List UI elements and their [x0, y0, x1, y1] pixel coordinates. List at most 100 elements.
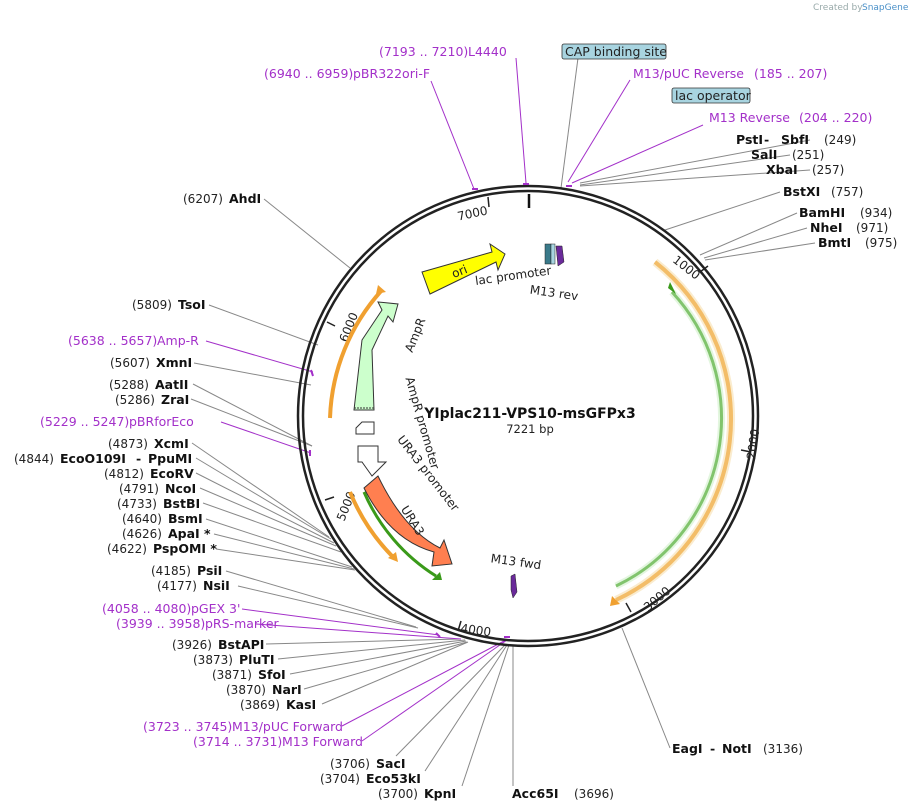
- primer-prs-marker-name[interactable]: pRS-marker: [205, 616, 280, 631]
- primer-m13puc-forward-name[interactable]: M13/pUC Forward: [232, 719, 343, 734]
- site-acc65i-pos: (3696): [574, 787, 614, 801]
- primer-m13puc-reverse-range: (185 .. 207): [754, 66, 827, 81]
- site-xbai[interactable]: XbaI: [766, 162, 798, 177]
- backbone-inner: [301, 189, 755, 643]
- cds-arc-orange-lower: [348, 491, 394, 558]
- site-kpni[interactable]: KpnI: [424, 786, 456, 801]
- primer-l4440-range: (7193 .. 7210): [379, 44, 468, 59]
- site-xcmi-pos: (4873): [108, 437, 148, 451]
- site-pluti[interactable]: PluTI: [239, 652, 275, 667]
- site-bstxi[interactable]: BstXI: [783, 184, 820, 199]
- lac-operator-label-box[interactable]: [671, 87, 751, 104]
- cds-arc-green-right-glow: [614, 289, 725, 590]
- site-eco53ki-pos: (3704): [320, 772, 360, 786]
- cds-arc-green-lower: [362, 491, 437, 578]
- m13-fwd-label: M13 fwd: [490, 551, 542, 572]
- site-bamhi[interactable]: BamHI: [799, 205, 845, 220]
- primer-m13-reverse-range: (204 .. 220): [799, 110, 872, 125]
- lac-promoter-box: [544, 243, 552, 265]
- site-sali-pos: (251): [792, 148, 824, 162]
- site-eco53ki[interactable]: Eco53kI: [366, 771, 421, 786]
- plasmid-name: YIplac211-VPS10-msGFPx3: [423, 406, 635, 422]
- site-nari[interactable]: NarI: [272, 682, 302, 697]
- site-ecoo109i[interactable]: EcoO109I: [60, 451, 126, 466]
- site-dash-3: -: [136, 451, 141, 466]
- primer-pbr322ori-f-range: (6940 .. 6959): [264, 66, 353, 81]
- site-ecorv-pos: (4812): [104, 467, 144, 481]
- primer-m13puc-forward-range: (3723 .. 3745): [143, 719, 232, 734]
- site-bstapi[interactable]: BstAPI: [218, 637, 264, 652]
- site-psti[interactable]: PstI: [736, 132, 763, 147]
- site-ahdi-pos: (6207): [183, 192, 223, 206]
- primer-m13-forward-name[interactable]: M13 Forward: [282, 734, 363, 749]
- primer-m13puc-reverse-name[interactable]: M13/pUC Reverse: [633, 66, 744, 81]
- cap-binding-site-label: CAP binding site: [565, 44, 667, 59]
- primer-m13-reverse-name[interactable]: M13 Reverse: [709, 110, 790, 125]
- site-sbfi[interactable]: SbfI: [781, 132, 809, 147]
- site-dash-2: -: [710, 741, 715, 756]
- site-sali[interactable]: SalI: [751, 147, 777, 162]
- ampr-label: AmpR: [402, 316, 428, 354]
- site-bsmi-pos: (4640): [122, 512, 162, 526]
- site-aatii-pos: (5288): [109, 378, 149, 392]
- site-pluti-pos: (3873): [193, 653, 233, 667]
- site-pspomi[interactable]: PspOMI *: [153, 541, 217, 556]
- site-xmni[interactable]: XmnI: [156, 355, 192, 370]
- ampr-promoter-arrow: [355, 421, 375, 435]
- site-kasi[interactable]: KasI: [286, 697, 316, 712]
- m13-rev-mark: [555, 245, 565, 267]
- primer-amp-r-name[interactable]: Amp-R: [157, 333, 199, 348]
- site-bstapi-pos: (3926): [172, 638, 212, 652]
- site-apai-pos: (4626): [122, 527, 162, 541]
- site-psti-pos: (249): [824, 133, 856, 147]
- site-sfoi[interactable]: SfoI: [258, 667, 286, 682]
- site-nhei-pos: (971): [856, 221, 888, 235]
- site-bmti[interactable]: BmtI: [818, 235, 851, 250]
- site-psii[interactable]: PsiI: [197, 563, 222, 578]
- cds-arc-orange-right-glow: [614, 258, 735, 604]
- primer-leader-lines: [205, 57, 704, 742]
- cds-arc-green-lower-head: [432, 572, 442, 580]
- site-bstbi[interactable]: BstBI: [163, 496, 200, 511]
- site-xcmi[interactable]: XcmI: [154, 436, 189, 451]
- site-saci-pos: (3706): [330, 757, 370, 771]
- cap-binding-site-box[interactable]: [561, 43, 667, 60]
- snapgene-logo-text: SnapGene: [862, 3, 909, 13]
- site-eagi[interactable]: EagI: [672, 741, 703, 756]
- ori-label: ori: [450, 262, 470, 281]
- site-nhei[interactable]: NheI: [810, 220, 843, 235]
- primer-pbrforeco-name[interactable]: pBRforEco: [129, 414, 194, 429]
- site-ncoi[interactable]: NcoI: [165, 481, 196, 496]
- primer-pgex3-name[interactable]: pGEX 3': [191, 601, 240, 616]
- primer-m13-forward-range: (3714 .. 3731): [193, 734, 282, 749]
- site-kpni-pos: (3700): [378, 787, 418, 801]
- m13-rev-label: M13 rev: [529, 283, 579, 304]
- site-xbai-pos: (257): [812, 163, 844, 177]
- backbone-outer: [296, 184, 760, 648]
- site-apai[interactable]: ApaI *: [168, 526, 211, 541]
- site-noti[interactable]: NotI: [722, 741, 752, 756]
- site-nari-pos: (3870): [226, 683, 266, 697]
- site-ecorv[interactable]: EcoRV: [150, 466, 194, 481]
- site-zrai[interactable]: ZraI: [161, 392, 189, 407]
- site-saci[interactable]: SacI: [376, 756, 406, 771]
- site-ecoo109i-pos: (4844): [14, 452, 54, 466]
- site-bsmi[interactable]: BsmI: [168, 511, 203, 526]
- created-by-text: Created by: [813, 3, 863, 13]
- primer-pbr322ori-f-name[interactable]: pBR322ori-F: [353, 66, 430, 81]
- primer-l4440-name[interactable]: L4440: [468, 44, 507, 59]
- site-xmni-pos: (5607): [110, 356, 150, 370]
- site-ahdi[interactable]: AhdI: [229, 191, 261, 206]
- leader-lines: [190, 57, 816, 787]
- site-ppumi[interactable]: PpuMI: [148, 451, 192, 466]
- ura3-arrow: [363, 475, 453, 567]
- primer-amp-r-range: (5638 .. 5657): [68, 333, 157, 348]
- site-tsoi[interactable]: TsoI: [178, 297, 206, 312]
- site-acc65i[interactable]: Acc65I: [512, 786, 559, 801]
- site-aatii[interactable]: AatII: [155, 377, 188, 392]
- site-kasi-pos: (3869): [240, 698, 280, 712]
- site-bstbi-pos: (4733): [117, 497, 157, 511]
- site-nsii[interactable]: NsiI: [203, 578, 230, 593]
- site-psii-pos: (4185): [151, 564, 191, 578]
